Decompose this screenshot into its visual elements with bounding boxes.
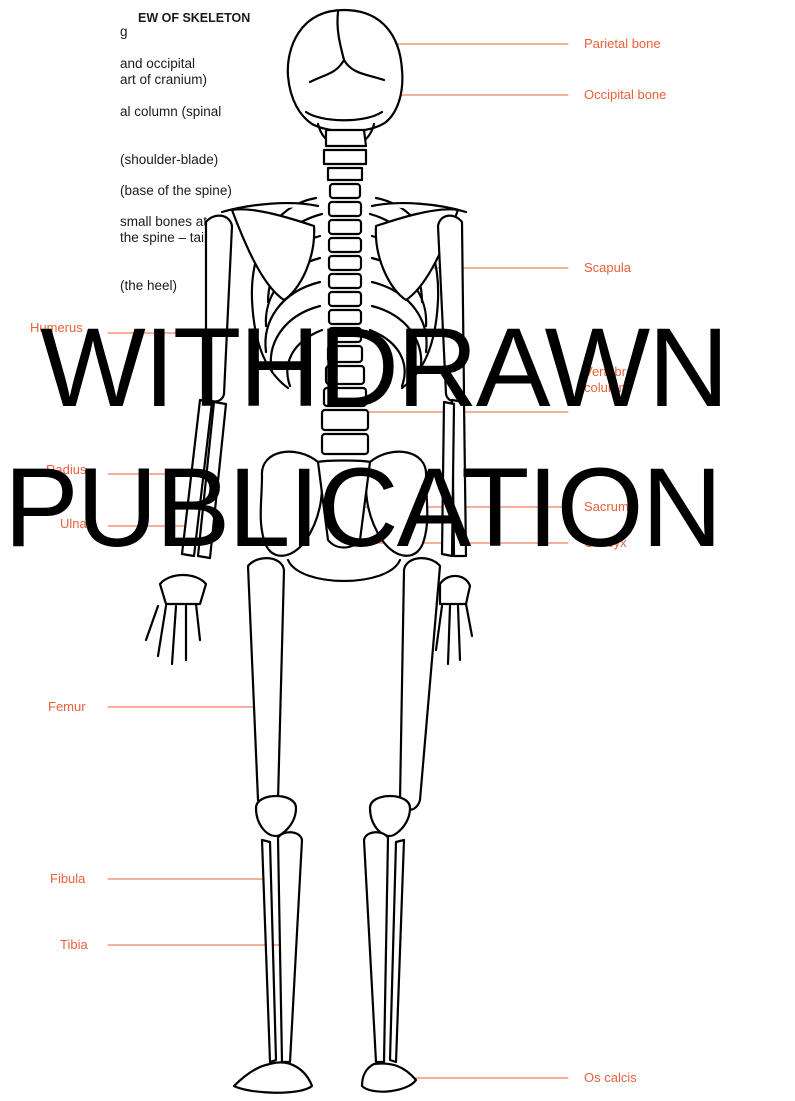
left-arm — [146, 216, 232, 664]
legs — [234, 558, 440, 1093]
pelvis — [261, 452, 428, 581]
cervical-vertebrae — [324, 130, 366, 180]
label-column: column — [584, 380, 626, 395]
right-arm — [436, 216, 472, 664]
leader-lines — [108, 44, 568, 1078]
skull — [288, 10, 403, 146]
label-os-calcis: Os calcis — [584, 1070, 637, 1085]
label-tibia: Tibia — [60, 937, 88, 952]
label-ulna: Ulna — [60, 516, 87, 531]
label-radius: Radius — [46, 462, 86, 477]
label-fibula: Fibula — [50, 871, 85, 886]
label-scapula: Scapula — [584, 260, 631, 275]
label-coccyx: Coccyx — [584, 535, 627, 550]
label-femur: Femur — [48, 699, 86, 714]
label-occipital-bone: Occipital bone — [584, 87, 666, 102]
spine — [322, 184, 368, 454]
label-humerus: Humerus — [30, 320, 83, 335]
label-sacrum: Sacrum — [584, 499, 629, 514]
label-parietal-bone: Parietal bone — [584, 36, 661, 51]
label-vertebral: Vertebral — [584, 364, 636, 379]
